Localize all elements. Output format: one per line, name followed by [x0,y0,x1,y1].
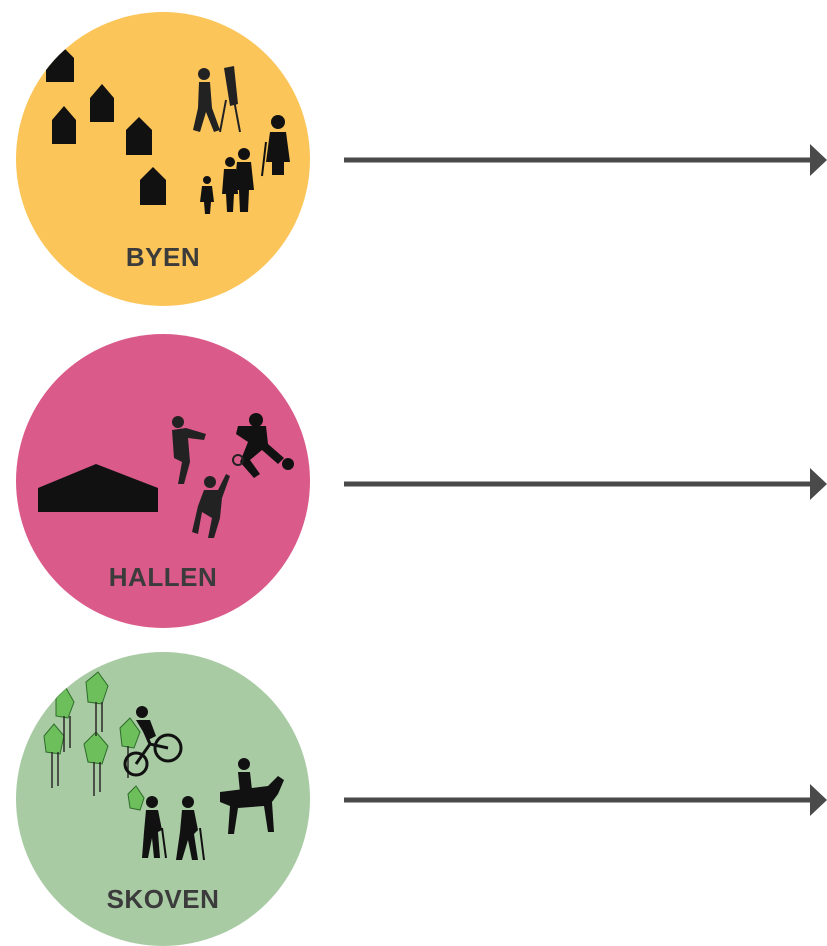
painter-icon [193,66,240,132]
row-hallen: HALLEN [0,334,827,628]
row-skoven: SKOVEN [0,652,827,946]
handball-player-icon [172,416,206,484]
football-player-icon [236,413,294,478]
arrow-skoven [344,780,827,820]
circle-label-hallen: HALLEN [16,562,310,593]
circle-hallen: HALLEN [16,334,310,628]
arrow-byen [344,140,827,180]
circle-skoven: SKOVEN [16,652,310,946]
trees-icon [44,672,144,810]
circle-label-byen: BYEN [16,242,310,273]
row-byen: BYEN [0,12,827,306]
badminton-player-icon [192,455,243,538]
sports-hall-icon [38,464,158,512]
hikers-icon [142,796,204,860]
arrow-hallen [344,464,827,504]
houses-icon [46,44,166,205]
circle-label-skoven: SKOVEN [16,884,310,915]
circle-byen: BYEN [16,12,310,306]
horse-rider-icon [220,758,284,834]
